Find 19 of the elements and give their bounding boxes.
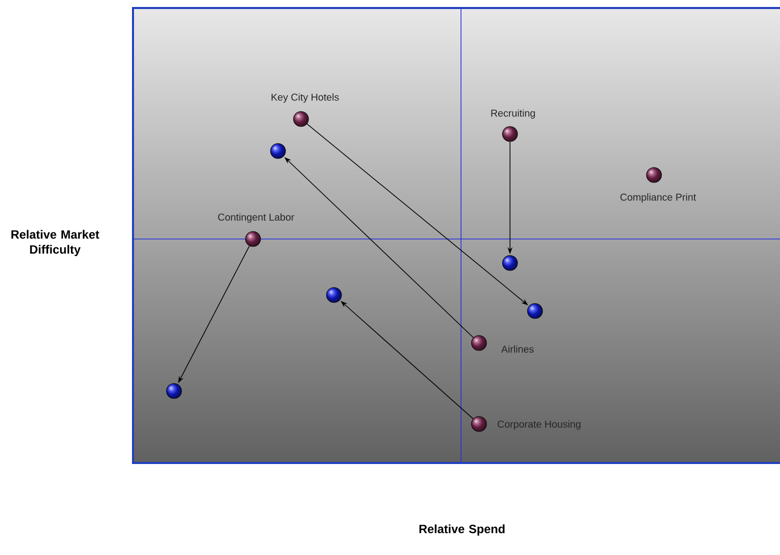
data-point <box>471 416 487 432</box>
point-label: Compliance Print <box>620 193 696 203</box>
point-label: Key City Hotels <box>272 93 339 103</box>
point-label: Contingent Labor <box>218 213 294 223</box>
axis-title: Relative Spend <box>419 524 505 536</box>
data-point <box>166 383 182 399</box>
axis-title: Relative Market Difficulty <box>11 230 100 256</box>
data-point <box>502 126 518 142</box>
point-label: Recruiting <box>491 109 535 119</box>
data-point <box>293 111 309 127</box>
data-point <box>245 231 261 247</box>
data-point <box>471 335 487 351</box>
point-label: Corporate Housing <box>498 420 580 430</box>
data-point <box>326 287 342 303</box>
point-label: Airlines <box>501 345 534 353</box>
data-point <box>270 143 286 159</box>
data-point <box>502 255 518 271</box>
data-point <box>646 167 662 183</box>
data-point <box>527 303 543 319</box>
